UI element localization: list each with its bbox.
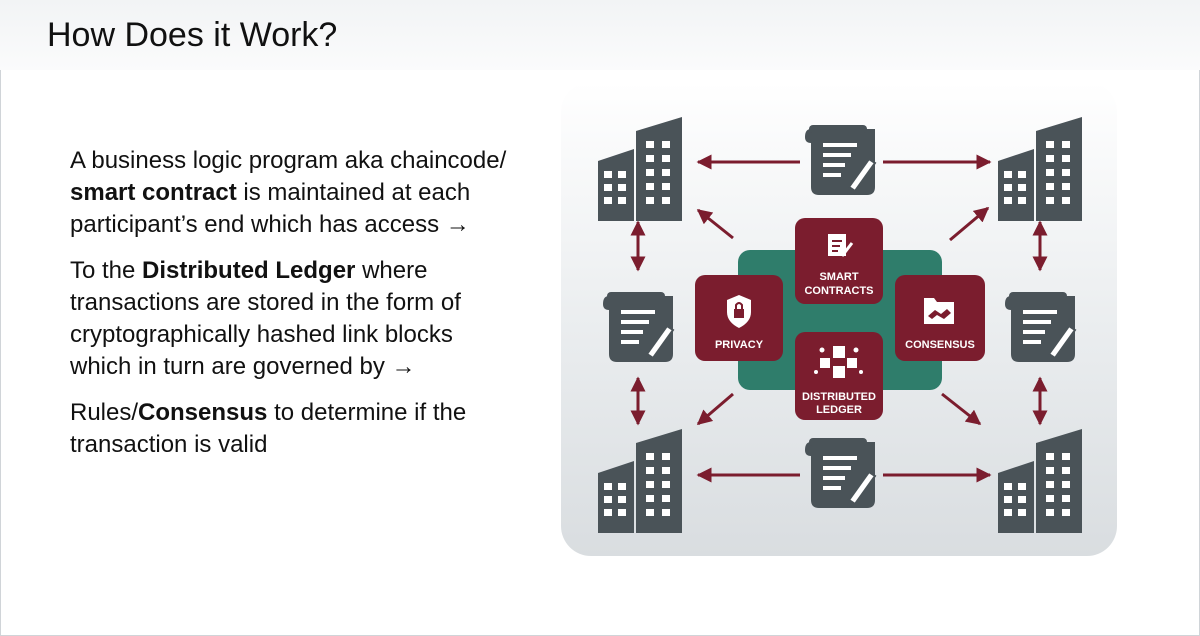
ledger-label-line2: LEDGER <box>816 404 862 416</box>
building-icon-bottom-left <box>598 429 682 533</box>
paragraph-3-bold: Consensus <box>138 399 268 426</box>
paragraph-1-text-b: is maintained at each participant’s end … <box>70 179 471 238</box>
paragraph-2-text-b: where transactions are stored in the for… <box>70 257 461 380</box>
paragraph-2-text-a: To the <box>70 257 143 284</box>
paragraph-1-bold: smart contract <box>70 179 237 206</box>
handshake-folder-icon <box>924 298 954 324</box>
ledger-label-line1: DISTRIBUTED <box>802 391 876 403</box>
arrow-diagonal-top-right <box>949 206 990 242</box>
smart-contracts-label-line1: SMART <box>819 271 858 283</box>
paragraph-smart-contract: A business logic program aka chaincode/ … <box>70 145 520 241</box>
building-icon-top-left <box>598 117 682 221</box>
shield-lock-icon <box>727 295 751 328</box>
contract-scroll-icon-bottom <box>804 437 876 509</box>
paragraph-distributed-ledger: To the Distributed Ledger where transact… <box>70 255 520 383</box>
privacy-label: PRIVACY <box>715 339 764 351</box>
paragraph-1-text-a: A business logic program aka chaincode/ <box>70 147 507 174</box>
paragraph-consensus: Rules/Consensus to determine if the tran… <box>70 397 520 461</box>
consensus-box: CONSENSUS <box>895 275 985 361</box>
arrow-diagonal-top-left <box>696 208 734 240</box>
contract-scroll-icon-right <box>1004 291 1076 363</box>
consensus-label: CONSENSUS <box>905 339 975 351</box>
paragraph-3-text-a: Rules/ <box>70 399 139 426</box>
privacy-box: PRIVACY <box>695 275 783 361</box>
paragraph-2-bold: Distributed Ledger <box>142 257 356 284</box>
smart-contracts-box: SMART CONTRACTS <box>795 218 883 304</box>
center-network-block <box>738 250 942 390</box>
paragraph-3-text-b: to determine if the transaction is valid <box>70 399 467 458</box>
building-icon-top-right <box>998 117 1082 221</box>
smart-contracts-label-line2: CONTRACTS <box>804 285 873 297</box>
contract-scroll-icon-left <box>602 291 674 363</box>
ledger-blocks-icon <box>814 346 863 378</box>
building-icon-bottom-right <box>998 429 1082 533</box>
distributed-ledger-box: DISTRIBUTED LEDGER <box>795 332 883 420</box>
title-bar <box>0 0 1200 70</box>
contract-document-icon <box>828 234 854 257</box>
contract-scroll-icon-top <box>804 124 876 196</box>
page-title: How Does it Work? <box>47 16 338 54</box>
arrow-diagonal-bottom-right <box>941 392 982 426</box>
arrow-diagonal-bottom-left <box>696 392 734 426</box>
body-text: A business logic program aka chaincode/ … <box>70 145 520 475</box>
